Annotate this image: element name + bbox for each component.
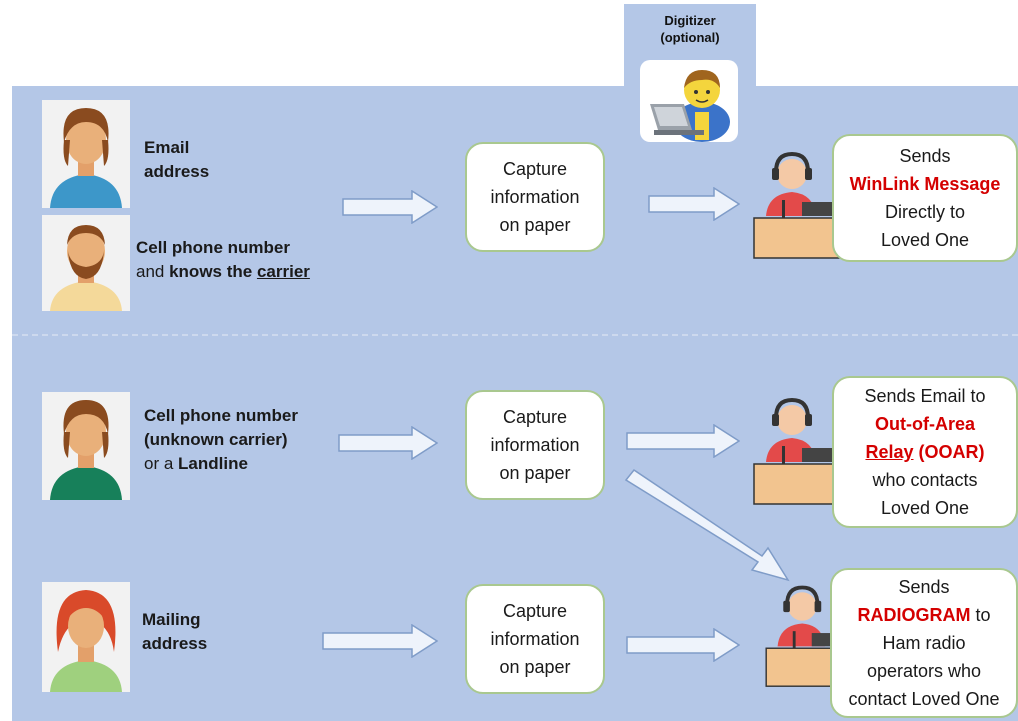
- right-arrow-icon: [626, 424, 740, 458]
- relay-label: Relay: [865, 442, 914, 462]
- outcome-line: Loved One: [880, 498, 970, 518]
- capture-line2: information: [490, 187, 580, 207]
- outcome-line: Sends: [898, 577, 950, 597]
- capture-line2: information: [490, 629, 580, 649]
- cell-phone-label: Cell phone number: [136, 238, 290, 257]
- outcome-line: Directly to: [884, 202, 965, 222]
- mailing-label: Mailing: [142, 610, 201, 629]
- ooar-label: (OOAR): [913, 442, 985, 462]
- woman-red-hair-avatar: [42, 582, 130, 692]
- capture-line1: Capture: [502, 407, 568, 427]
- cell-phone-label: Cell phone number: [144, 406, 298, 425]
- out-of-area-label: Out-of-Area: [875, 414, 975, 434]
- radiogram-label: RADIOGRAM: [857, 605, 971, 625]
- capture-line2: information: [490, 435, 580, 455]
- right-arrow-icon: [338, 426, 438, 460]
- outcome-line: operators who: [866, 661, 982, 681]
- man-bearded-avatar: [42, 215, 130, 311]
- outcome-line: Sends: [899, 146, 951, 166]
- digitizer-title-line1: Digitizer: [664, 13, 716, 28]
- outcome-box-radiogram: Sends RADIOGRAM to Ham radio operators w…: [830, 568, 1018, 718]
- capture-box-row1: Capture information on paper: [465, 142, 605, 252]
- outcome-line: contact Loved One: [848, 689, 1000, 709]
- radio-operator-icon: [753, 151, 841, 259]
- row2-person-text: Cell phone number (unknown carrier) or a…: [144, 404, 298, 476]
- capture-line1: Capture: [502, 601, 568, 621]
- right-arrow-icon: [648, 187, 740, 221]
- knows-the-label: knows the: [169, 262, 257, 281]
- capture-line1: Capture: [502, 159, 568, 179]
- outcome-line: who contacts: [872, 470, 978, 490]
- capture-box-row2: Capture information on paper: [465, 390, 605, 500]
- and-label: and: [136, 262, 170, 281]
- radio-operator-icon: [753, 397, 841, 505]
- row1-person1-text: Email address: [144, 136, 209, 184]
- outcome-box-ooar: Sends Email to Out-of-Area Relay (OOAR) …: [832, 376, 1018, 528]
- outcome-line: Loved One: [880, 230, 970, 250]
- right-arrow-icon: [322, 624, 438, 658]
- landline-label: Landline: [178, 454, 248, 473]
- outcome-line: Sends Email to: [864, 386, 986, 406]
- or-a-label: or a: [144, 454, 179, 473]
- row-divider: [12, 334, 1018, 336]
- capture-line3: on paper: [499, 215, 571, 235]
- unknown-carrier-label: (unknown carrier): [144, 430, 288, 449]
- to-label: to: [970, 605, 991, 625]
- email-label: Email: [144, 138, 190, 157]
- digitizer-title: Digitizer (optional): [624, 12, 756, 46]
- row3-person-text: Mailing address: [142, 608, 207, 656]
- capture-line3: on paper: [499, 657, 571, 677]
- address-label: address: [142, 634, 208, 653]
- capture-line3: on paper: [499, 463, 571, 483]
- diagonal-arrow-icon: [624, 468, 790, 582]
- carrier-label: carrier: [256, 262, 310, 281]
- person-at-laptop-icon: [640, 60, 738, 142]
- right-arrow-icon: [342, 190, 438, 224]
- winlink-message-label: WinLink Message: [849, 174, 1001, 194]
- email-address-label: address: [144, 162, 210, 181]
- radio-operator-icon: [765, 585, 849, 687]
- outcome-box-winlink: Sends WinLink Message Directly to Loved …: [832, 134, 1018, 262]
- row1-person2-text: Cell phone number and knows the carrier: [136, 236, 310, 284]
- outcome-line: Ham radio: [882, 633, 966, 653]
- woman-green-shirt-avatar: [42, 392, 130, 500]
- digitizer-title-line2: (optional): [660, 30, 720, 45]
- right-arrow-icon: [626, 628, 740, 662]
- woman-short-hair-avatar: [42, 100, 130, 208]
- capture-box-row3: Capture information on paper: [465, 584, 605, 694]
